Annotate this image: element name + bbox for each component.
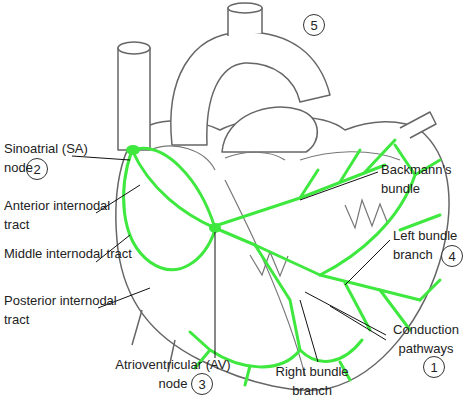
leader-line [305, 292, 386, 340]
tricuspid-valve [250, 252, 288, 276]
callout-text: 4 [448, 249, 455, 264]
part-label: Right bundle branch [267, 362, 357, 400]
leader-line [345, 240, 390, 285]
pulmonary-trunk [222, 107, 317, 152]
part-label: Middle internodal tract [4, 244, 139, 263]
part-label: Posterior internodal tract [4, 291, 139, 329]
callout-number: 3 [191, 373, 213, 395]
pulmonary-vein [400, 112, 436, 138]
leader-line [300, 300, 318, 362]
mitral-valve [345, 200, 388, 228]
sa-node [126, 145, 140, 155]
posterior-tract [124, 150, 215, 270]
part-label: Left bundle branch [393, 226, 471, 264]
part-label: Sinoatrial (SA) node [4, 139, 104, 177]
av-node [209, 223, 221, 233]
callout-number: 4 [441, 245, 463, 267]
part-label: Atrioventricular (AV) node [100, 355, 246, 393]
callout-number: 5 [303, 14, 325, 36]
valve-ring [225, 152, 285, 160]
callout-text: 3 [198, 377, 205, 392]
callout-text: 5 [310, 18, 317, 33]
callout-text: 2 [33, 162, 40, 177]
callout-text: 1 [430, 360, 437, 375]
superior-vena-cava [118, 48, 150, 150]
part-label: Conduction pathways [384, 320, 468, 358]
callout-number: 1 [423, 356, 445, 378]
part-label: Backmann's bundle [381, 160, 471, 198]
aortic-branch-opening [228, 3, 262, 13]
leader-line [215, 232, 216, 358]
leader-line [72, 156, 130, 160]
atrial-chamber [150, 146, 215, 170]
leader-line [300, 172, 378, 200]
vena-cava-opening [118, 42, 150, 54]
left-atrium-line [300, 152, 400, 160]
bachmann-branches [300, 140, 395, 198]
right-bundle [255, 245, 300, 350]
part-label: Anterior internodal tract [4, 196, 139, 234]
anterior-tract [132, 148, 215, 228]
middle-tract [132, 150, 215, 228]
bundle-of-his [215, 228, 255, 245]
